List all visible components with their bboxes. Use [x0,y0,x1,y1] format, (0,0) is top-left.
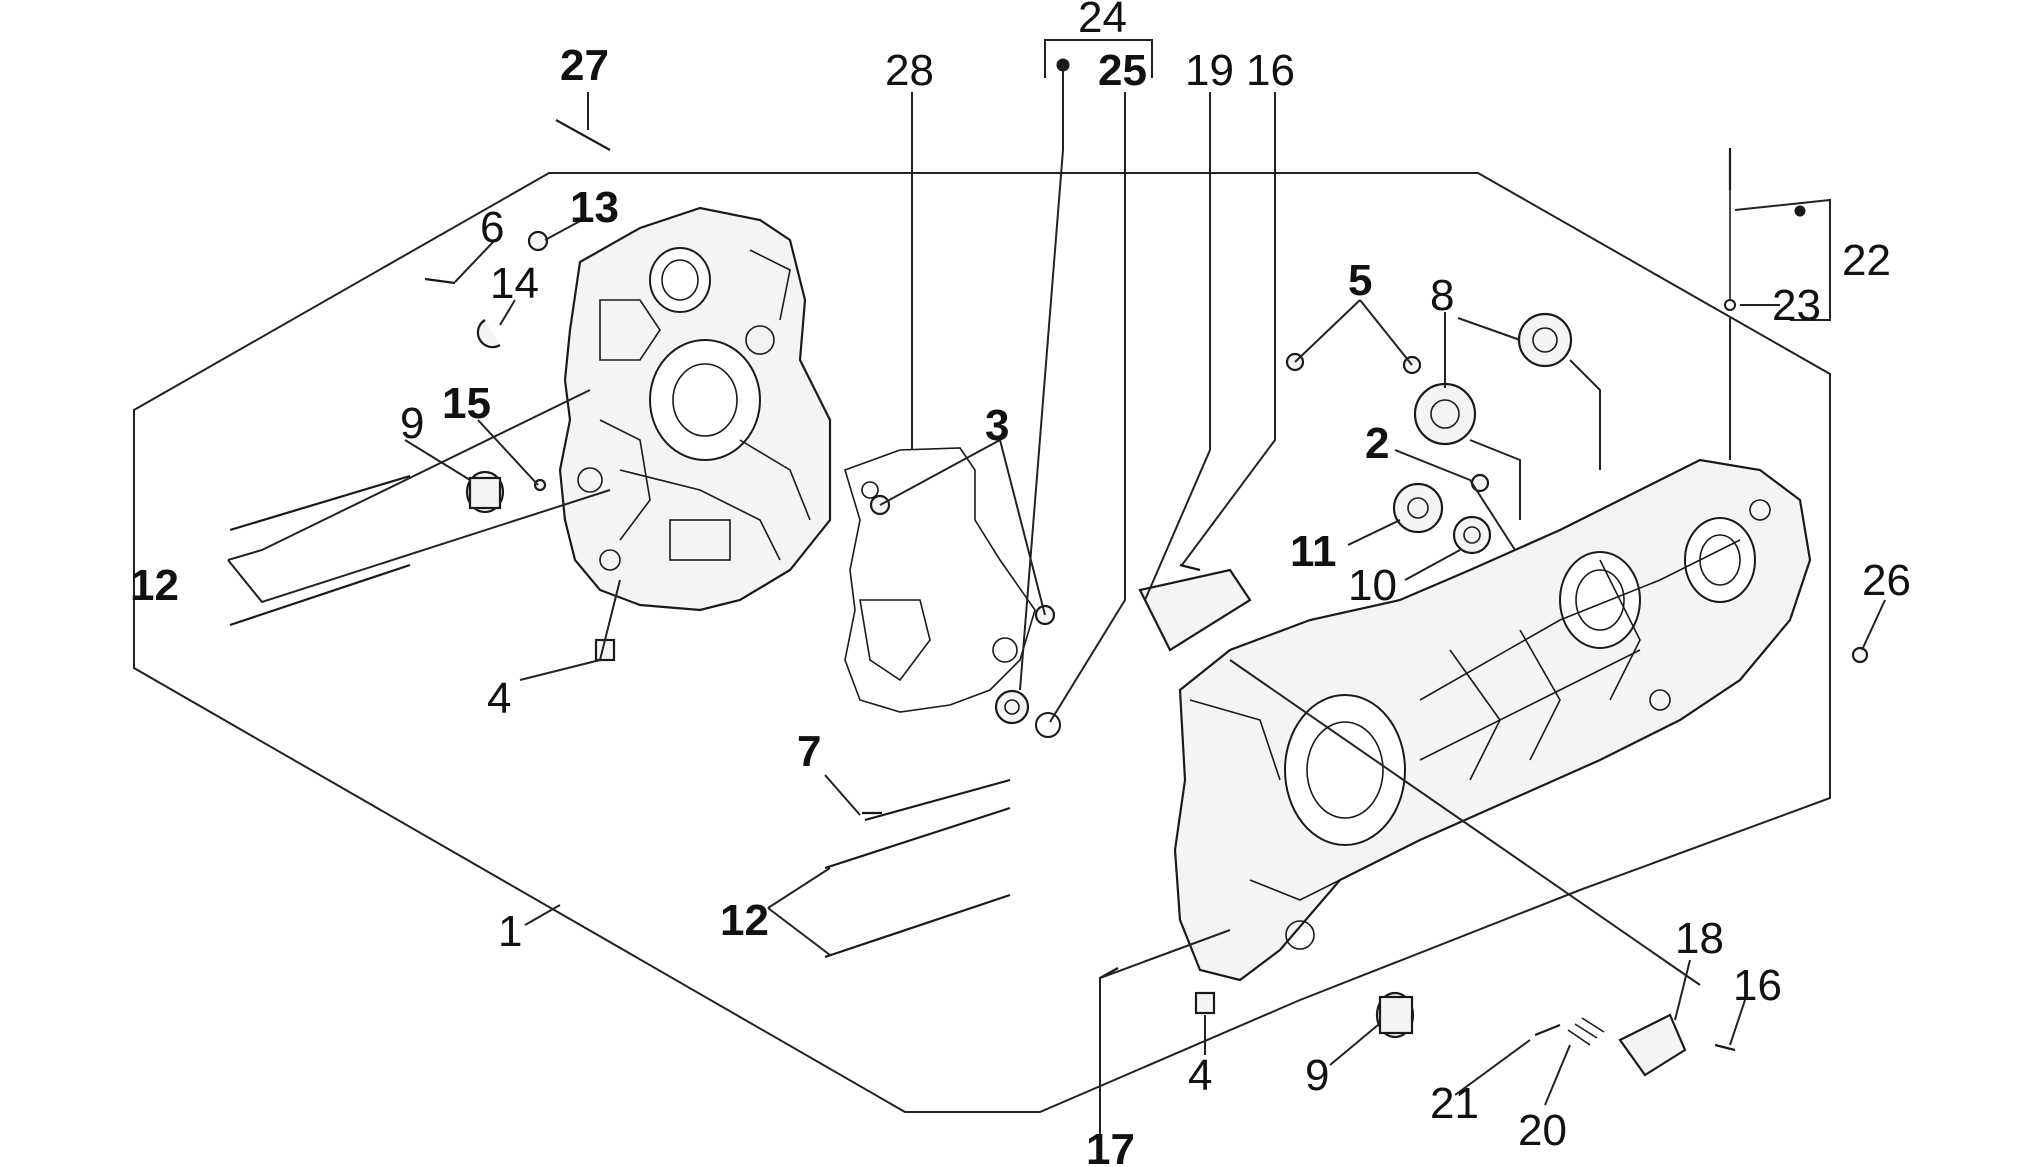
callout-2: 2 [1365,419,1389,468]
callout-4-left: 4 [487,674,511,723]
callout-26: 26 [1862,556,1911,605]
leader-lines [227,39,1886,1135]
callout-28: 28 [885,46,934,95]
callout-1: 1 [498,907,522,956]
callout-12-bottom: 12 [720,896,769,945]
silent-blocks [465,470,1415,1039]
callout-24: 24 [1078,0,1127,42]
callout-12-left: 12 [130,561,179,610]
callout-18: 18 [1675,914,1724,963]
left-crankcase-half [558,206,832,612]
callout-11: 11 [1290,527,1337,576]
callout-16-top: 16 [1246,46,1295,95]
bolt-27 [555,119,611,151]
callout-16-bottom: 16 [1733,961,1782,1010]
callout-labels: 1 2 3 4 4 5 6 7 8 9 9 10 11 12 12 13 14 … [130,0,1911,1167]
callout-19: 19 [1185,46,1234,95]
right-crankcase-half [1173,458,1812,982]
callout-17: 17 [1086,1125,1135,1167]
callout-3: 3 [985,401,1009,450]
callout-22: 22 [1842,236,1891,285]
assembly-frame [133,172,1831,1113]
callout-9-bottom: 9 [1305,1051,1329,1100]
callout-20: 20 [1518,1106,1567,1155]
dowels-and-small-parts [424,148,1869,1077]
callout-14: 14 [490,259,539,308]
callout-6: 6 [480,203,504,252]
bearings [994,312,1573,738]
callout-7: 7 [797,727,821,776]
callout-23: 23 [1772,281,1821,330]
studs [229,474,1011,959]
callout-8: 8 [1430,271,1454,320]
callout-9-left: 9 [400,399,424,448]
callout-25: 25 [1098,46,1147,95]
callout-4-bottom: 4 [1188,1051,1212,1100]
callout-5: 5 [1348,256,1372,305]
callout-13: 13 [570,183,619,232]
callout-21: 21 [1430,1079,1479,1128]
gasket [844,447,1036,713]
callout-10: 10 [1348,561,1397,610]
callout-27: 27 [560,41,609,90]
callout-15: 15 [442,379,491,428]
